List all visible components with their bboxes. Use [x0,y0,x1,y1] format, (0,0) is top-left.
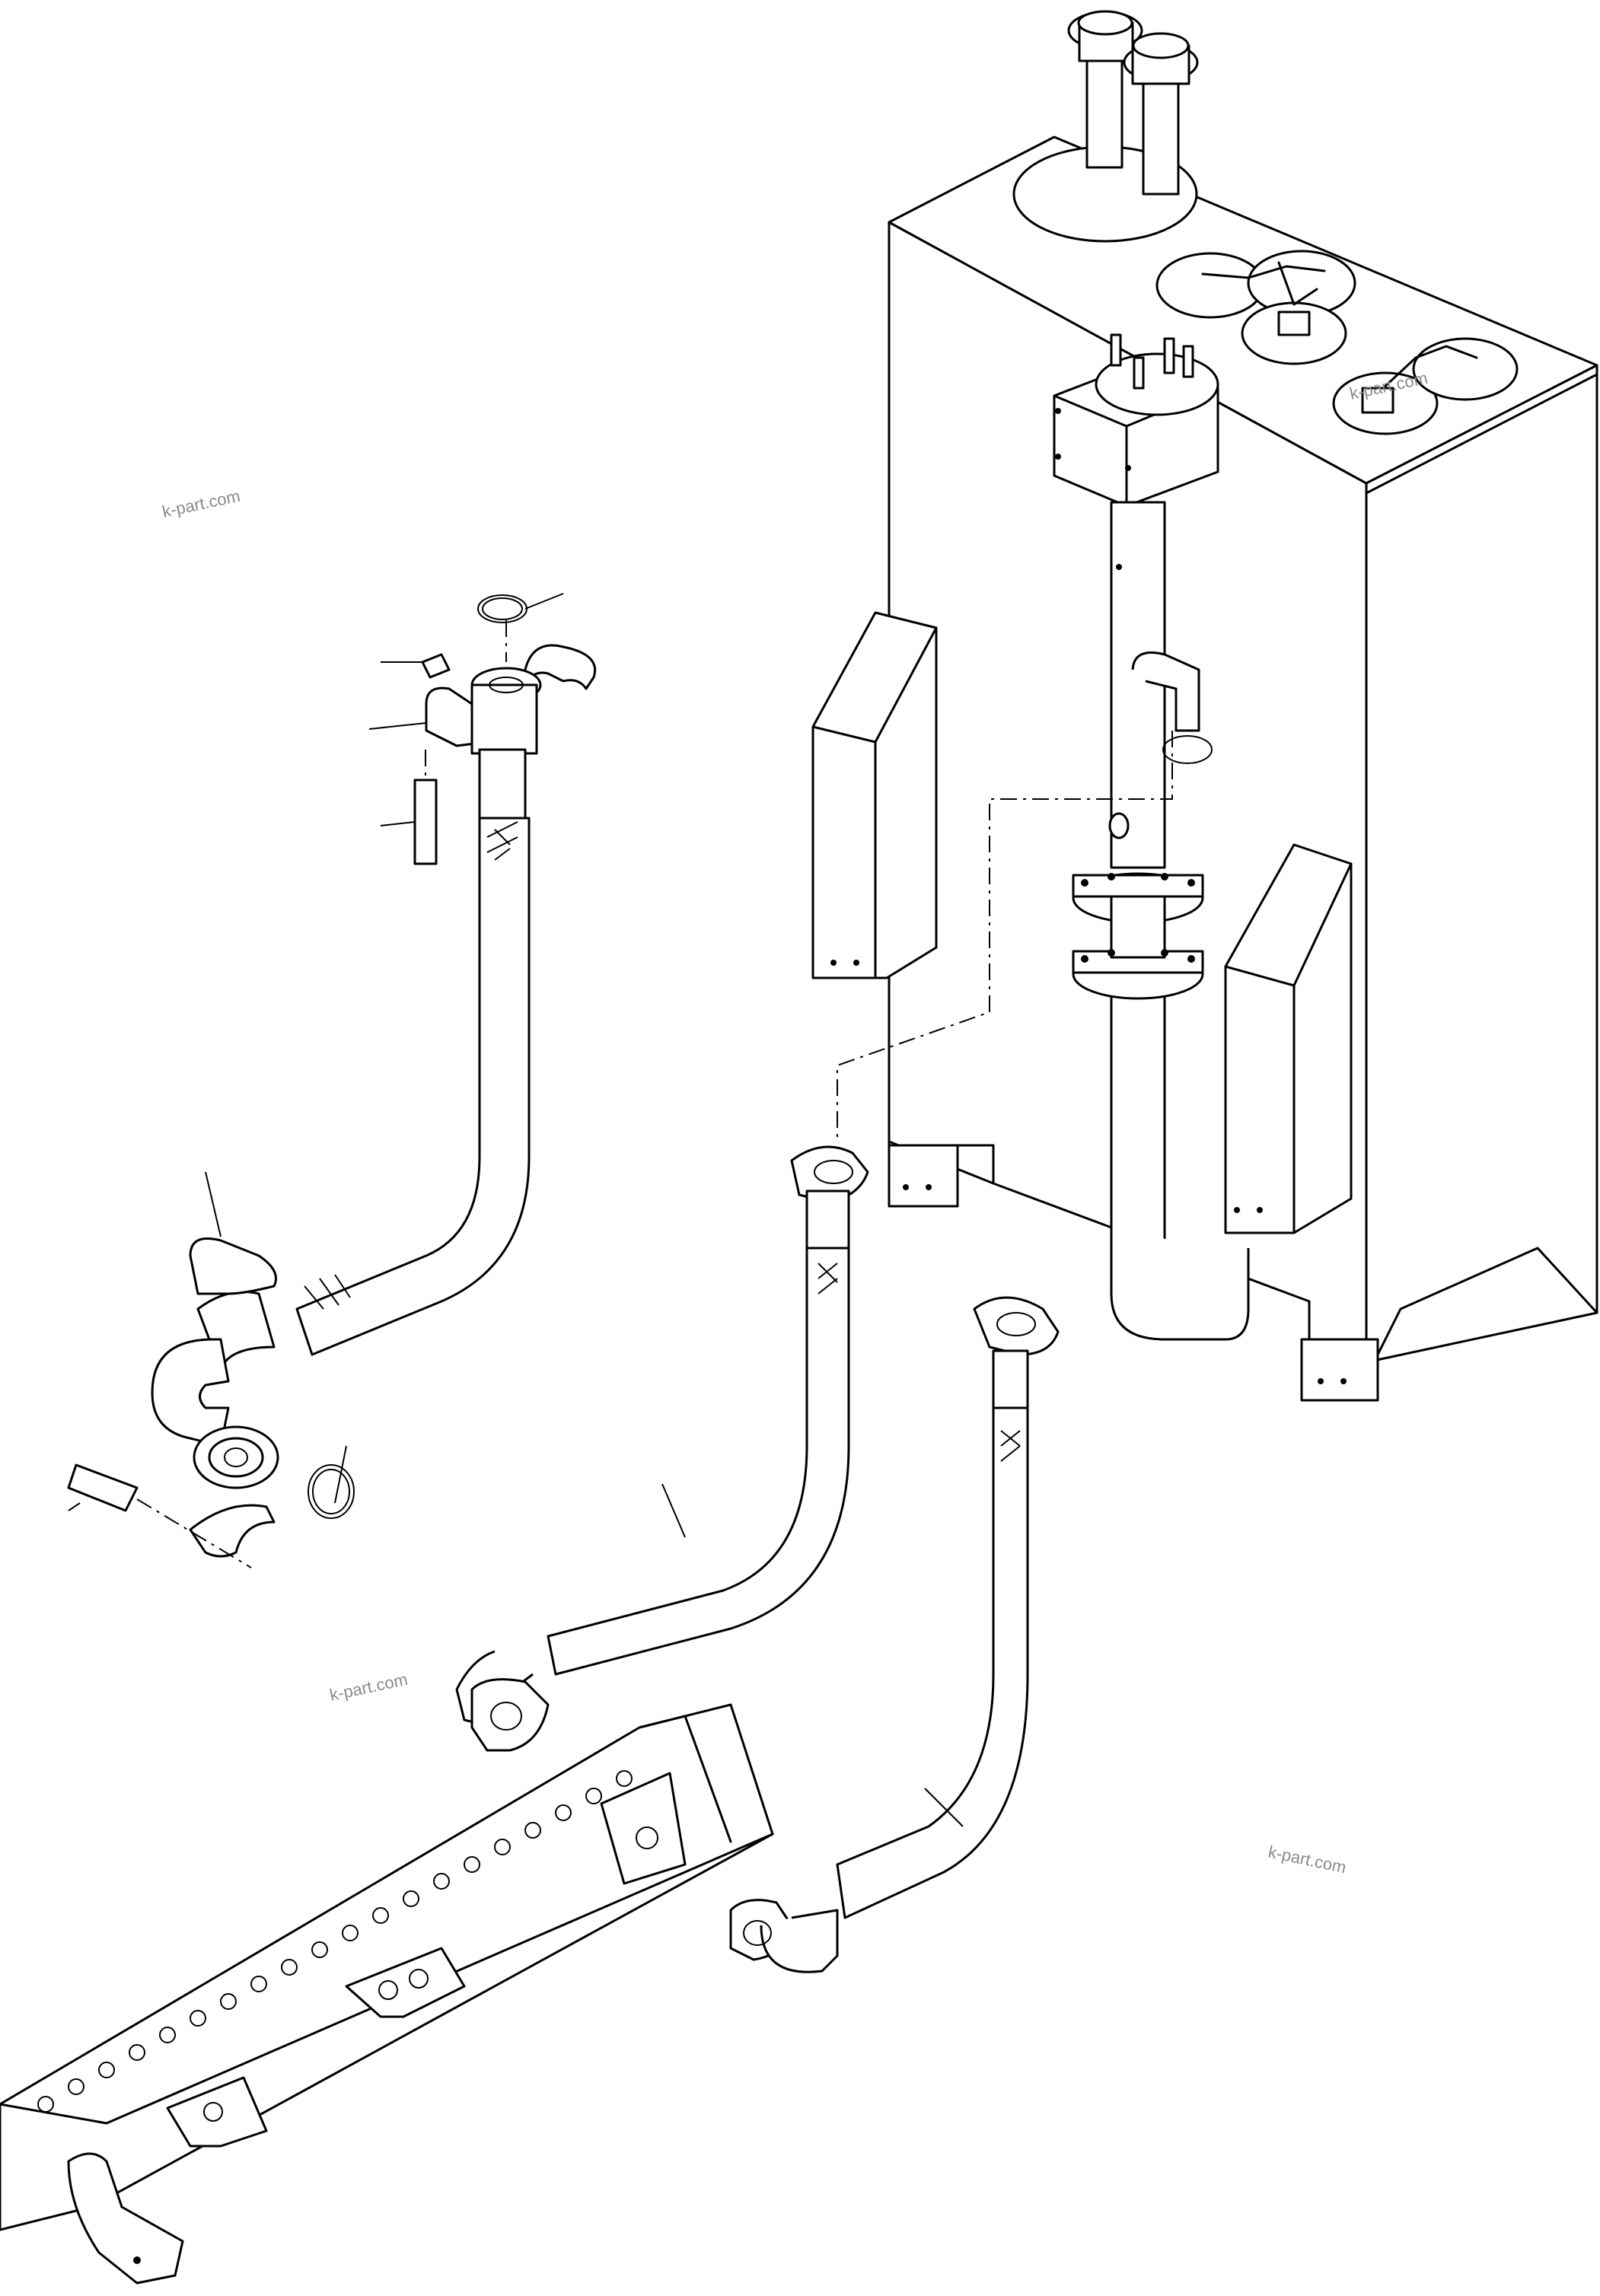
watermark-1: k-part.com [161,486,242,521]
frame-rail [0,1703,774,2285]
hose-assembly-middle [455,1145,869,1752]
strainer-cap [1012,10,1199,243]
frame-rail-holes [37,1770,633,2113]
suction-pipe [1072,501,1250,1341]
hose-assembly-left [67,593,596,1568]
watermark-4: k-part.com [1267,1842,1348,1877]
tank-brackets [811,611,1379,1402]
assembly-centerline-1 [837,731,1173,1142]
hose-assembly-right [729,1296,1060,1973]
watermark-3: k-part.com [328,1670,410,1705]
return-filter [1053,333,1219,508]
inspection-covers [1155,250,1519,435]
